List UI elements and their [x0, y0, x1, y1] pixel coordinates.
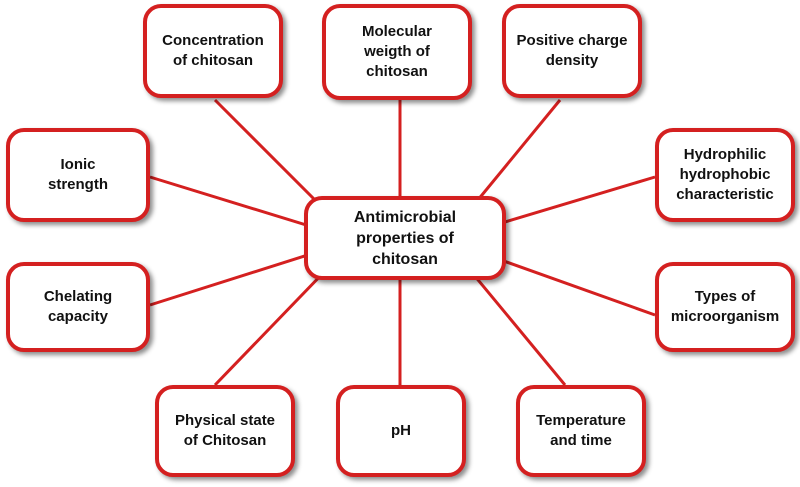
factor-microorganism: Types of microorganism [655, 262, 795, 352]
factor-positive-charge-label: Positive charge density [516, 32, 628, 69]
factor-hydrophilic: Hydrophilic hydrophobic characteristic [655, 128, 795, 222]
factor-microorganism-label: Types of microorganism [670, 288, 780, 325]
factor-molecular-weight-label: Molecular weigth of chitosan [361, 23, 433, 80]
factor-hydrophilic-label: Hydrophilic hydrophobic characteristic [676, 146, 774, 203]
factor-physical-state: Physical state of Chitosan [155, 385, 295, 477]
factor-chelating-label: Chelating capacity [43, 288, 113, 325]
factor-temperature-time-label: Temperature and time [536, 412, 626, 449]
factor-positive-charge: Positive charge density [502, 4, 642, 98]
factor-ionic-strength-label: Ionic strength [48, 156, 108, 193]
central-topic: Antimicrobial properties of chitosan [304, 196, 506, 280]
factor-concentration: Concentration of chitosan [143, 4, 283, 98]
factor-molecular-weight: Molecular weigth of chitosan [322, 4, 472, 100]
factor-concentration-label: Concentration of chitosan [162, 32, 264, 69]
central-topic-label: Antimicrobial properties of chitosan [353, 208, 457, 268]
factor-ph: pH [336, 385, 466, 477]
factor-ionic-strength: Ionic strength [6, 128, 150, 222]
factor-ph-label: pH [391, 422, 411, 439]
factor-chelating: Chelating capacity [6, 262, 150, 352]
factor-physical-state-label: Physical state of Chitosan [174, 412, 276, 449]
factor-temperature-time: Temperature and time [516, 385, 646, 477]
